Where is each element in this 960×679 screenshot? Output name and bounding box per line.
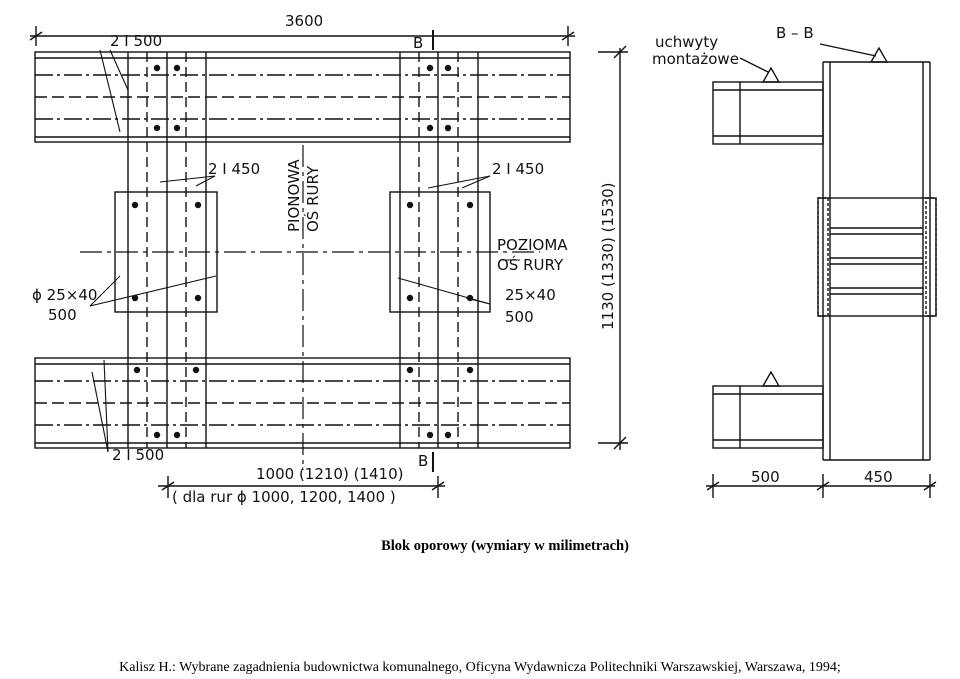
section-view: [712, 43, 937, 461]
beam-mid-right-label: 2 I 450: [492, 160, 544, 178]
left-column-beams: [114, 52, 218, 448]
dimension-total-width: [29, 26, 575, 46]
section-dim-500: 500: [751, 468, 780, 486]
section-marker-top: B: [413, 34, 423, 52]
bolt-left-label-2: 500: [48, 306, 77, 324]
bolts: [131, 64, 474, 439]
beam-bottom-label: 2 I 500: [112, 446, 164, 464]
section-marker-bottom: B: [418, 452, 428, 470]
bolt-left-label-1: ϕ 25×40: [32, 286, 97, 304]
bolt-right-label-2: 500: [505, 308, 534, 326]
span-dimension-label: 1000 (1210) (1410): [256, 465, 403, 483]
handles-label-1: uchwyty: [655, 33, 718, 51]
source-citation: Kalisz H.: Wybrane zagadnienia budownict…: [119, 660, 841, 675]
pipe-axes: [80, 145, 540, 470]
section-dim-450: 450: [864, 468, 893, 486]
pipe-diameter-note: ( dla rur ϕ 1000, 1200, 1400 ): [172, 488, 396, 506]
vertical-axis-label-2: OŚ RURY: [303, 165, 322, 232]
leader-lines: [89, 49, 520, 453]
dimension-section: [706, 474, 937, 498]
handles-label-2: montażowe: [652, 50, 739, 68]
vertical-axis-label-1: PIONOWA: [285, 159, 303, 232]
figure-caption: Blok oporowy (wymiary w milimetrach): [381, 538, 629, 554]
dimension-span: [158, 476, 445, 498]
dimension-height: [598, 45, 628, 450]
horizontal-axis-label-2: OŚ RURY: [497, 255, 564, 274]
right-column-beams: [389, 52, 491, 448]
height-dimension-label: 1130 (1330) (1530): [599, 183, 617, 330]
top-beam: [34, 51, 571, 143]
beam-top-label: 2 I 500: [110, 32, 162, 50]
total-width-label: 3600: [285, 12, 323, 30]
beam-mid-left-label: 2 I 450: [208, 160, 260, 178]
horizontal-axis-label-1: POZIOMA: [497, 236, 568, 254]
section-title: B – B: [776, 24, 814, 42]
bolt-right-label-1: 25×40: [505, 286, 556, 304]
